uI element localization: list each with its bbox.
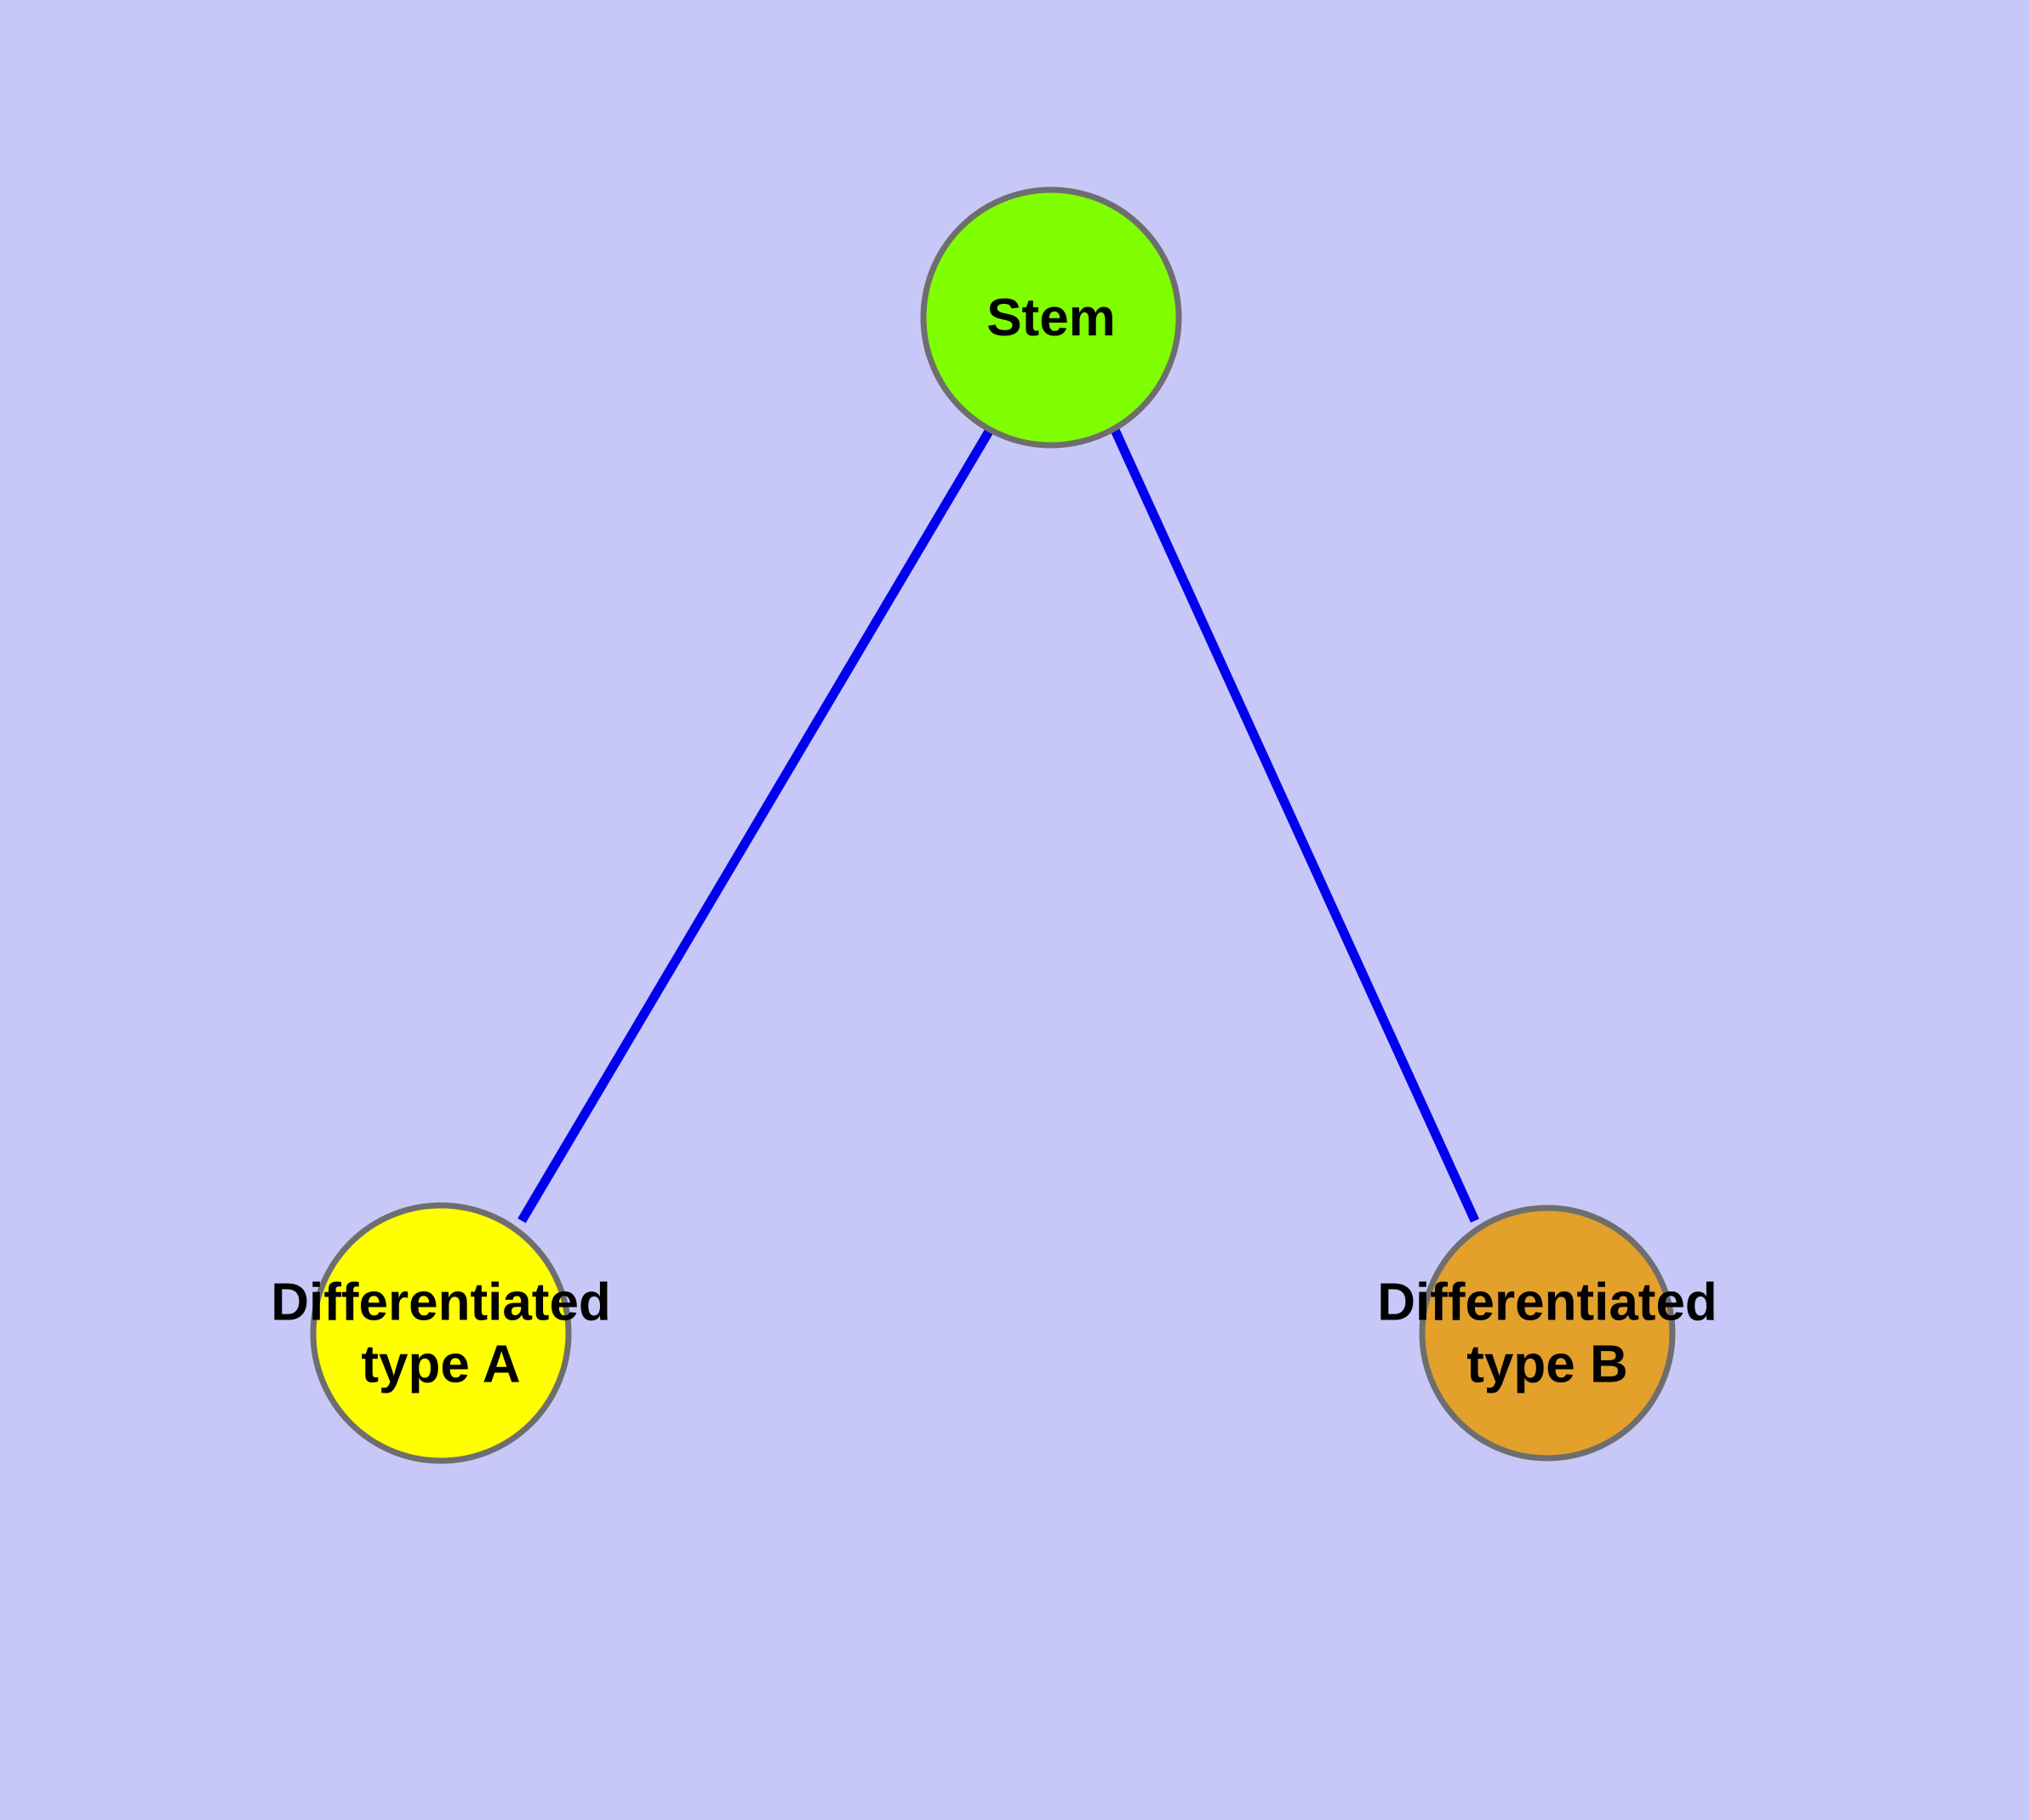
edges-layer [517, 427, 1480, 1223]
node-stem[interactable] [920, 186, 1182, 449]
edge-stem-to-diff-a[interactable] [517, 427, 994, 1223]
nodes-layer [310, 186, 1676, 1464]
node-label-stem: Stem [986, 289, 1116, 347]
node-differentiated-type-a[interactable] [310, 1202, 572, 1464]
edge-stem-to-diff-b[interactable] [1110, 427, 1480, 1223]
node-differentiated-type-b[interactable] [1419, 1205, 1676, 1462]
